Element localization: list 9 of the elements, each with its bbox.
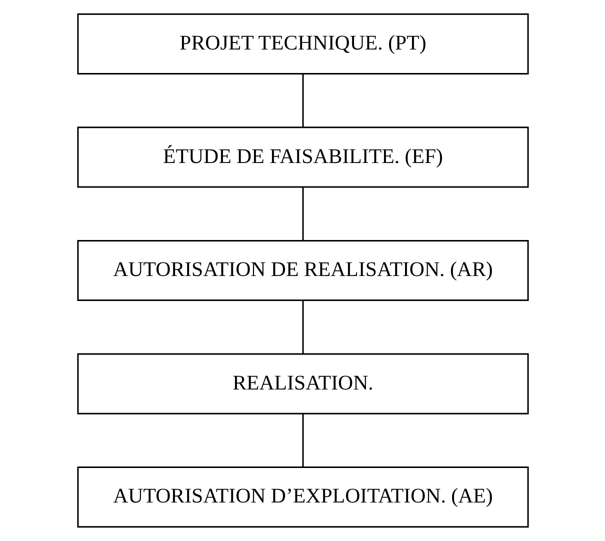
node-box: REALISATION. [76,353,528,414]
node-box: PROJET TECHNIQUE. (PT) [76,13,528,75]
connector [302,187,304,240]
node-box: AUTORISATION DE REALISATION. (AR) [76,240,528,302]
connector [302,74,304,128]
connector [302,300,304,354]
node-box: ÉTUDE DE FAISABILITE. (EF) [76,126,528,188]
node-box: AUTORISATION D’EXPLOITATION. (AE) [76,466,528,528]
connector [302,414,304,467]
